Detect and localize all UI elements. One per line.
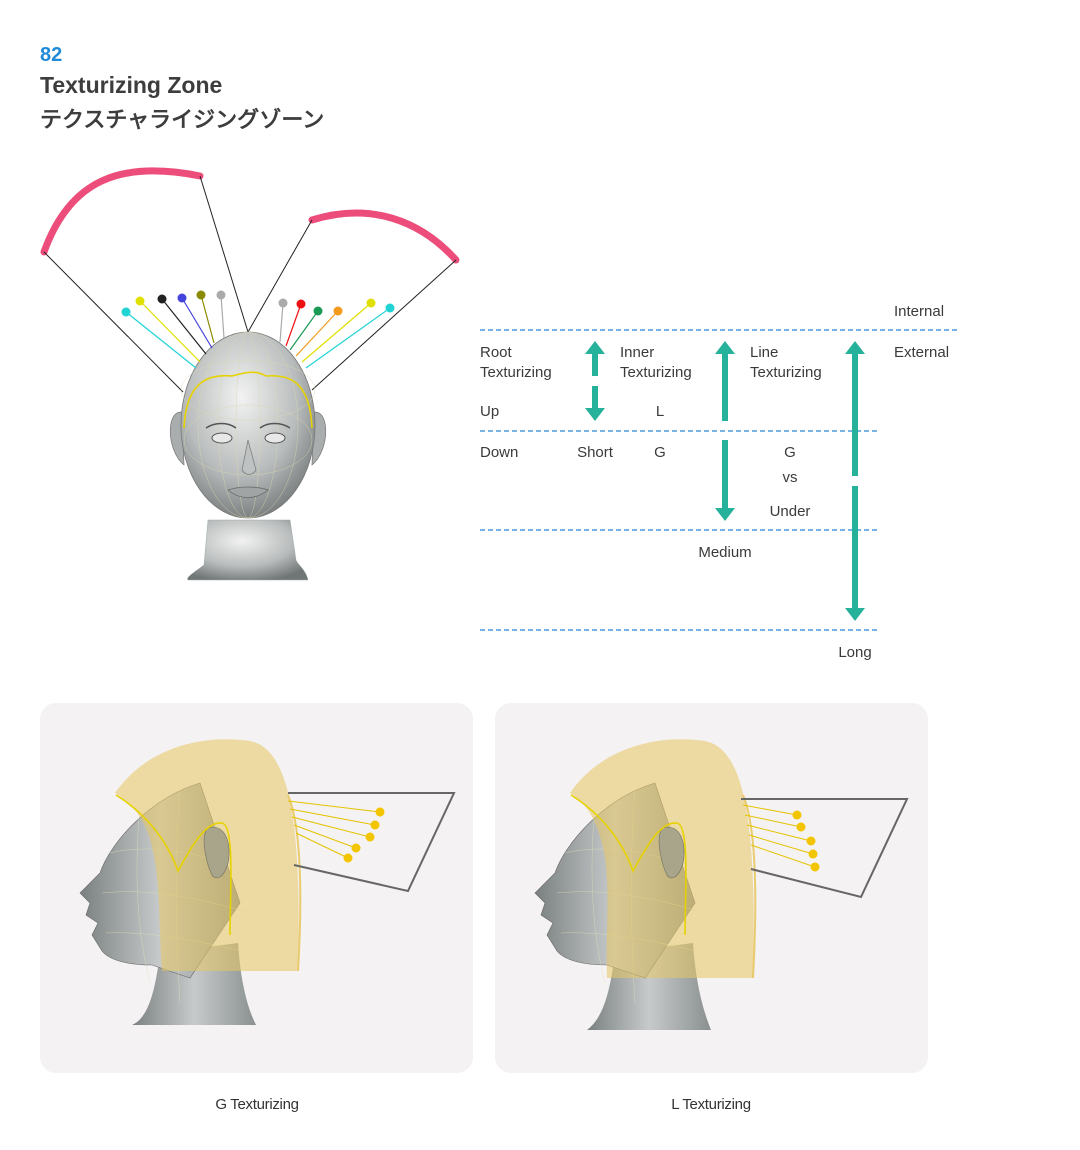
right-ear <box>311 411 327 466</box>
g-line-label: G <box>784 444 796 461</box>
g-texturizing-head-illustration <box>79 739 456 1025</box>
root-label-2: Texturizing <box>480 364 552 381</box>
l-label: L <box>655 403 665 420</box>
hair-sample-dots <box>121 290 395 317</box>
root-label-1: Root <box>480 344 512 361</box>
inner-label-1: Inner <box>620 344 655 361</box>
page-title-japanese: テクスチャライジングゾーン <box>40 108 325 133</box>
up-label: Up <box>480 403 500 420</box>
hairline <box>183 371 313 429</box>
page-title: Texturizing Zone <box>40 72 223 98</box>
l-texturizing-head-illustration <box>534 739 909 1030</box>
g-guide-lines <box>288 792 456 893</box>
root-arrow <box>585 341 605 421</box>
head-front-illustration <box>40 167 460 581</box>
l-texturizing-panel <box>495 703 928 1073</box>
left-ear <box>169 411 185 466</box>
l-texturizing-caption: L Texturizing <box>671 1096 751 1113</box>
neck <box>187 519 309 581</box>
g-texturizing-panel <box>40 703 473 1073</box>
inner-label-2: Texturizing <box>620 364 692 381</box>
left-arc <box>40 167 204 256</box>
long-label: Long <box>838 644 872 661</box>
g-texturizing-caption: G Texturizing <box>215 1096 299 1113</box>
line-label-1: Line <box>750 344 779 361</box>
g-inner-label: G <box>654 444 666 461</box>
short-label: Short <box>577 444 613 461</box>
g-sample-dots <box>343 807 385 863</box>
internal-label: Internal <box>894 303 945 320</box>
texturizing-zone-diagram <box>480 329 957 631</box>
down-label: Down <box>480 444 519 461</box>
vs-label: vs <box>782 469 798 486</box>
medium-label: Medium <box>698 544 752 561</box>
l-guide-lines <box>741 798 909 899</box>
line-arrow <box>845 341 865 621</box>
inner-arrow <box>715 341 735 521</box>
page-number: 82 <box>40 44 63 66</box>
under-label: Under <box>769 503 811 520</box>
external-label: External <box>894 344 950 361</box>
l-sample-dots <box>792 810 820 872</box>
line-label-2: Texturizing <box>750 364 822 381</box>
right-arc <box>308 209 460 264</box>
